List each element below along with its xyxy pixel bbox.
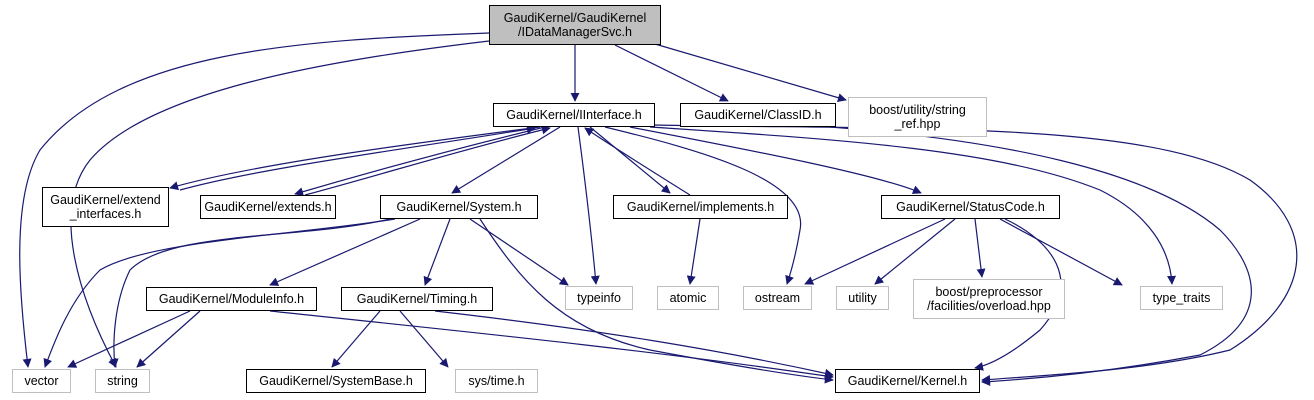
node-label: typeinfo [577,291,621,305]
node-label: boost/utility/string _ref.hpp [869,103,966,131]
node-classid[interactable]: GaudiKernel/ClassID.h [680,103,836,127]
node-utility: utility [836,286,889,310]
edge-iinterface-to-ostream [604,126,802,285]
node-label: GaudiKernel/Kernel.h [847,374,968,388]
node-timing[interactable]: GaudiKernel/Timing.h [341,287,493,311]
edge-moduleinfo-to-string [136,310,201,368]
node-label: GaudiKernel/ModuleInfo.h [158,292,305,306]
node-vector: vector [12,369,71,393]
node-label: GaudiKernel/IInterface.h [506,108,642,122]
edge-root-to-vector [19,32,490,368]
edge-system-to-typeinfo [469,218,569,286]
edge-classid-to-kernel [829,126,1252,387]
node-label: GaudiKernel/GaudiKernel /IDataManagerSvc… [503,11,647,39]
edge-iinterface-to-kernel [654,124,1298,384]
node-label: GaudiKernel/extend _interfaces.h [50,193,161,221]
edge-iinterface-to-extend_interfaces [169,126,541,191]
edge-timing-to-kernel [434,310,834,378]
node-label: GaudiKernel/Timing.h [356,292,478,306]
edge-extends-to-iinterface [304,125,551,196]
edge-system-to-kernel [479,218,834,384]
edge-iinterface-to-implements [589,126,671,194]
node-label: GaudiKernel/implements.h [626,200,775,214]
node-label: GaudiKernel/SystemBase.h [259,374,413,388]
node-label: string [107,374,138,388]
node-systime: sys/time.h [455,369,538,393]
node-statuscode[interactable]: GaudiKernel/StatusCode.h [881,195,1060,219]
node-implements[interactable]: GaudiKernel/implements.h [613,195,788,219]
edge-moduleinfo-to-vector [67,310,191,368]
node-systembase[interactable]: GaudiKernel/SystemBase.h [246,369,426,393]
edge-system-to-string [109,218,391,368]
edge-implements-to-atomic [686,218,701,285]
edge-statuscode-to-utility [874,218,956,285]
node-label: GaudiKernel/extends.h [204,200,332,214]
node-string: string [95,369,150,393]
edge-root-to-classid [614,44,729,102]
node-label: GaudiKernel/ClassID.h [694,108,822,122]
node-label: sys/time.h [468,374,525,388]
node-string-ref: boost/utility/string _ref.hpp [848,97,987,137]
edge-statuscode-to-overload [974,218,986,278]
edge-iinterface-to-system [451,126,561,194]
node-root: GaudiKernel/GaudiKernel /IDataManagerSvc… [489,5,661,45]
edge-statuscode-to-type_traits [999,218,1123,286]
node-label: vector [24,374,59,388]
node-ostream: ostream [743,286,812,310]
edge-timing-to-systembase [331,310,381,368]
node-extend-interfaces[interactable]: GaudiKernel/extend _interfaces.h [42,187,169,227]
node-type-traits: type_traits [1140,286,1223,310]
node-extends[interactable]: GaudiKernel/extends.h [200,195,336,219]
node-label: ostream [754,291,801,305]
edge-system-to-moduleinfo [269,218,421,286]
node-overload: boost/preprocessor /facilities/overload.… [913,279,1065,319]
edge-system-to-timing [423,218,451,286]
node-label: GaudiKernel/StatusCode.h [896,200,1045,214]
edge-iinterface-to-typeinfo [577,126,600,285]
edge-iinterface-to-type_traits [649,126,1177,285]
edge-statuscode-to-ostream [804,218,946,285]
node-system[interactable]: GaudiKernel/System.h [380,195,538,219]
edge-implements-to-iinterface [584,127,691,196]
node-typeinfo: typeinfo [565,286,633,310]
node-moduleinfo[interactable]: GaudiKernel/ModuleInfo.h [146,287,317,311]
node-label: utility [848,291,877,305]
edge-iinterface-to-extends [294,126,546,197]
edge-extend_interfaces-to-iinterface [179,124,536,191]
node-label: boost/preprocessor /facilities/overload.… [927,285,1051,313]
edge-timing-to-systime [399,310,449,368]
node-atomic: atomic [657,286,719,310]
edge-moduleinfo-to-kernel [269,310,834,381]
edge-root-to-string [70,40,490,368]
node-label: type_traits [1152,291,1211,305]
edge-iinterface-to-statuscode [629,126,922,194]
edge-root-to-string_ref [654,43,847,103]
edge-system-to-vector [43,218,396,368]
node-iinterface[interactable]: GaudiKernel/IInterface.h [493,103,655,127]
node-label: atomic [669,291,707,305]
node-kernel[interactable]: GaudiKernel/Kernel.h [835,369,980,393]
node-label: GaudiKernel/System.h [396,200,522,214]
